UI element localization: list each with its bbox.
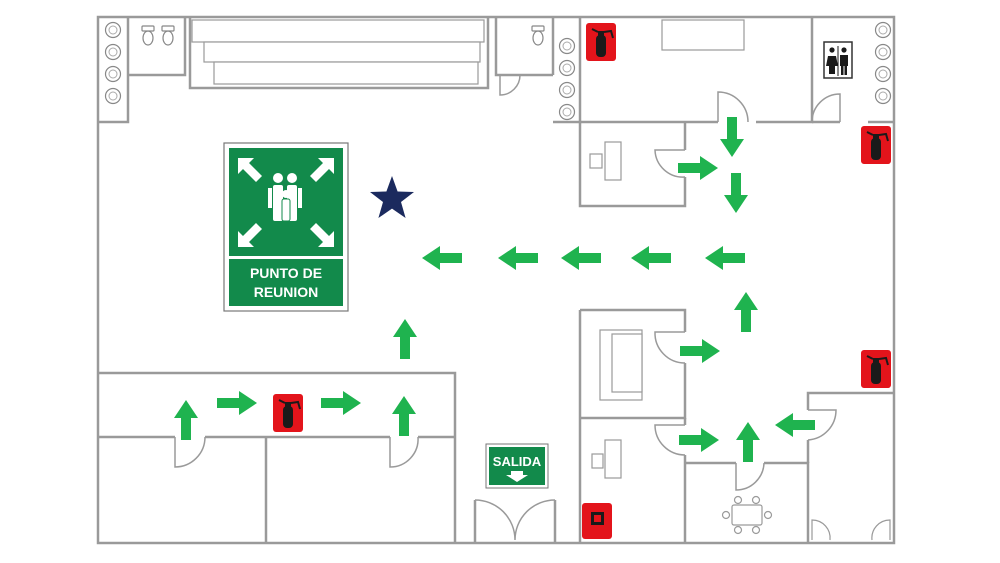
fire-extinguisher-icon <box>272 393 304 433</box>
arrow-up-icon <box>734 292 758 332</box>
star-icon <box>370 176 414 218</box>
exit-sign-label: SALIDA <box>493 454 542 469</box>
arrow-left-icon <box>705 246 745 270</box>
restroom-fixtures-right <box>874 21 892 105</box>
arrow-right-icon <box>679 428 719 452</box>
arrow-left-icon <box>631 246 671 270</box>
arrow-left-icon <box>498 246 538 270</box>
fire-alarm-icon <box>582 503 612 539</box>
arrow-left-icon <box>561 246 601 270</box>
arrow-up-icon <box>174 400 198 440</box>
restroom-icon <box>823 41 853 79</box>
arrow-down-icon <box>724 173 748 213</box>
walls <box>96 15 896 545</box>
arrow-up-icon <box>736 422 760 462</box>
arrow-right-icon <box>217 391 257 415</box>
furniture <box>589 141 891 541</box>
assembly-point-sign: PUNTO DE REUNION <box>223 142 349 312</box>
assembly-point-icon <box>238 158 334 247</box>
arrow-left-icon <box>775 413 815 437</box>
restroom-fixtures-left <box>104 21 175 105</box>
arrow-left-icon <box>422 246 462 270</box>
arrow-down-icon <box>720 117 744 157</box>
arrow-up-icon <box>392 396 416 436</box>
assembly-point-label-line1: PUNTO DE <box>250 265 322 281</box>
door-swings <box>174 74 841 541</box>
assembly-point-label-line2: REUNION <box>254 284 319 300</box>
fire-extinguisher-icon <box>585 22 617 62</box>
arrow-right-icon <box>680 339 720 363</box>
fire-extinguisher-icon <box>860 349 892 389</box>
arrow-right-icon <box>321 391 361 415</box>
exit-sign: SALIDA <box>485 443 549 489</box>
fire-extinguisher-icon <box>860 125 892 165</box>
arrow-up-icon <box>393 319 417 359</box>
arrow-down-icon <box>506 471 528 482</box>
counter-blocks <box>191 19 745 401</box>
